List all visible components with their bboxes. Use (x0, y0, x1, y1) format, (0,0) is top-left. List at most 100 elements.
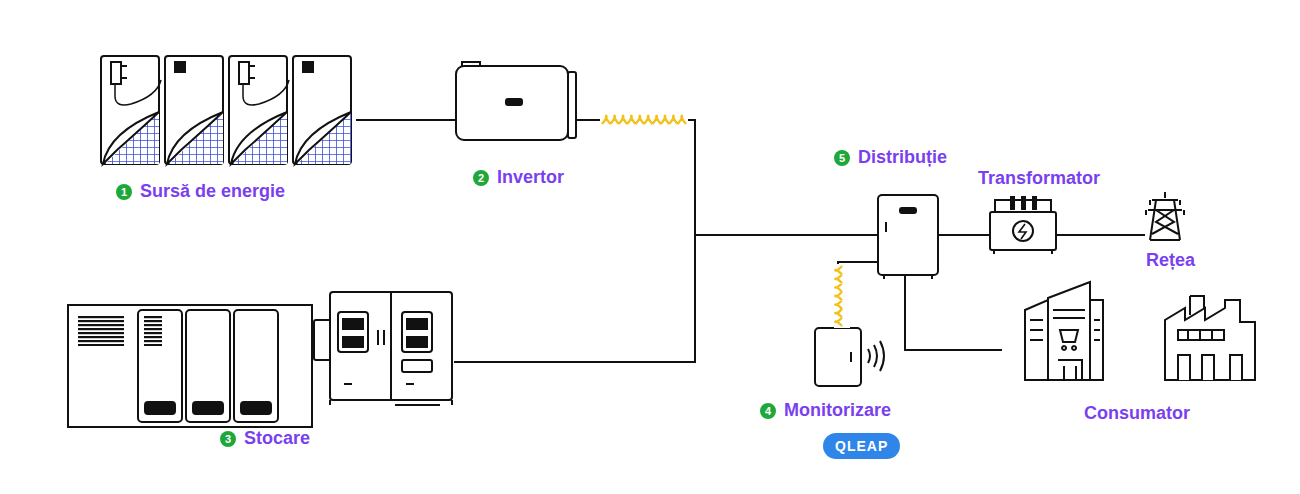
monitoring-device (868, 341, 884, 371)
distribution-cabinet (878, 195, 938, 275)
wire-connector (1056, 234, 1145, 236)
component-node: Monitorizare4 (815, 328, 862, 387)
brand-badge: QLEAP (823, 433, 900, 459)
transformer-symbol (1021, 196, 1026, 210)
distribution-cabinet (884, 275, 932, 279)
storage-cabinets (241, 402, 271, 414)
transformer-symbol (1032, 196, 1037, 210)
wire-connector (938, 234, 990, 236)
consumer-buildings (1053, 310, 1085, 318)
distribution-cabinet (900, 208, 916, 213)
inverter-symbol (568, 72, 576, 138)
storage-cabinets (144, 316, 162, 346)
callout-number: 4 (760, 403, 776, 419)
storage-cabinets (193, 402, 223, 414)
transformer-symbol (1019, 224, 1026, 239)
inverter-symbol (462, 62, 480, 66)
panel-curl (167, 112, 223, 164)
storage-cabinets (68, 292, 452, 427)
signal-coil (835, 266, 842, 326)
storage-cabinets (383, 330, 385, 345)
panel-cable (115, 80, 161, 105)
coil-gap (600, 116, 688, 132)
solar-panels (101, 56, 351, 164)
component-node: Sursă de energie1 (100, 54, 356, 166)
component-label: Rețea (1146, 250, 1195, 271)
solar-panel (165, 56, 223, 164)
consumer-buildings (1165, 300, 1255, 380)
callout-number: 5 (834, 150, 850, 166)
storage-cabinets (78, 316, 124, 346)
grid-tower (1146, 200, 1184, 215)
grid-tower (1146, 192, 1184, 240)
consumer-buildings (1025, 282, 1255, 380)
panel-terminal (121, 66, 127, 78)
inverter-symbol (456, 66, 568, 140)
storage-cabinets (406, 336, 428, 348)
storage-cabinets (234, 310, 278, 422)
component-node: Rețea (1145, 190, 1185, 242)
storage-cabinets (402, 360, 432, 372)
junction-box (175, 62, 185, 72)
storage-cabinets (342, 336, 364, 348)
component-node: Transformator (990, 198, 1056, 252)
callout-number: 3 (220, 431, 236, 447)
storage-cabinets (344, 383, 352, 385)
wire-connector (577, 120, 878, 235)
consumer-buildings (1178, 355, 1242, 380)
coil-gap (834, 264, 850, 328)
component-node: Invertor2 (455, 63, 577, 142)
storage-cabinets (406, 318, 428, 330)
transformer-symbol (990, 212, 1056, 250)
component-label: Stocare (244, 428, 310, 449)
panel-curl (103, 112, 159, 164)
consumer-buildings (1178, 330, 1224, 340)
inverter-symbol (506, 99, 522, 105)
storage-cabinets (145, 402, 175, 414)
component-label: Sursă de energie (140, 181, 285, 202)
component-node: Consumator (1022, 282, 1256, 382)
distribution-cabinet (885, 222, 887, 232)
transformer-symbol (1010, 196, 1015, 210)
wire-connector (454, 235, 878, 362)
junction-box (111, 62, 121, 84)
storage-cabinets (390, 292, 392, 400)
junction-box (303, 62, 313, 72)
transformer-symbol (1013, 221, 1033, 241)
storage-cabinets (377, 330, 379, 345)
panel-cable (243, 80, 289, 105)
component-label: Consumator (1084, 403, 1190, 424)
solar-panel (101, 56, 159, 164)
callout-number: 2 (473, 170, 489, 186)
storage-cabinets (68, 305, 312, 427)
solar-panel (229, 56, 287, 164)
component-node: Stocare3 (68, 292, 454, 428)
signal-coil (602, 116, 686, 124)
junction-box (239, 62, 249, 84)
component-node: Distribuție5 (878, 195, 938, 276)
consumer-buildings (1190, 296, 1204, 315)
panel-terminal (249, 66, 255, 78)
consumer-buildings (1188, 330, 1212, 340)
distribution-cabinet (878, 195, 938, 279)
panel-curl (231, 112, 287, 164)
monitoring-device (815, 328, 884, 386)
storage-cabinets (330, 292, 452, 400)
storage-cabinets (406, 383, 414, 385)
storage-cabinets (342, 318, 364, 330)
transformer-symbol (994, 250, 1052, 254)
storage-cabinets (186, 310, 230, 422)
storage-cabinets (330, 400, 452, 405)
storage-cabinets (338, 312, 368, 352)
monitoring-device (815, 328, 861, 386)
consumer-buildings (1048, 282, 1090, 380)
component-label: Transformator (978, 168, 1100, 189)
wire-connector (905, 276, 1002, 350)
component-label: Distribuție (858, 147, 947, 168)
wire-connector (356, 119, 455, 121)
solar-panel (293, 56, 351, 164)
component-label: Monitorizare (784, 400, 891, 421)
storage-cabinets (402, 312, 432, 352)
storage-cabinets (138, 310, 182, 422)
callout-number: 1 (116, 184, 132, 200)
